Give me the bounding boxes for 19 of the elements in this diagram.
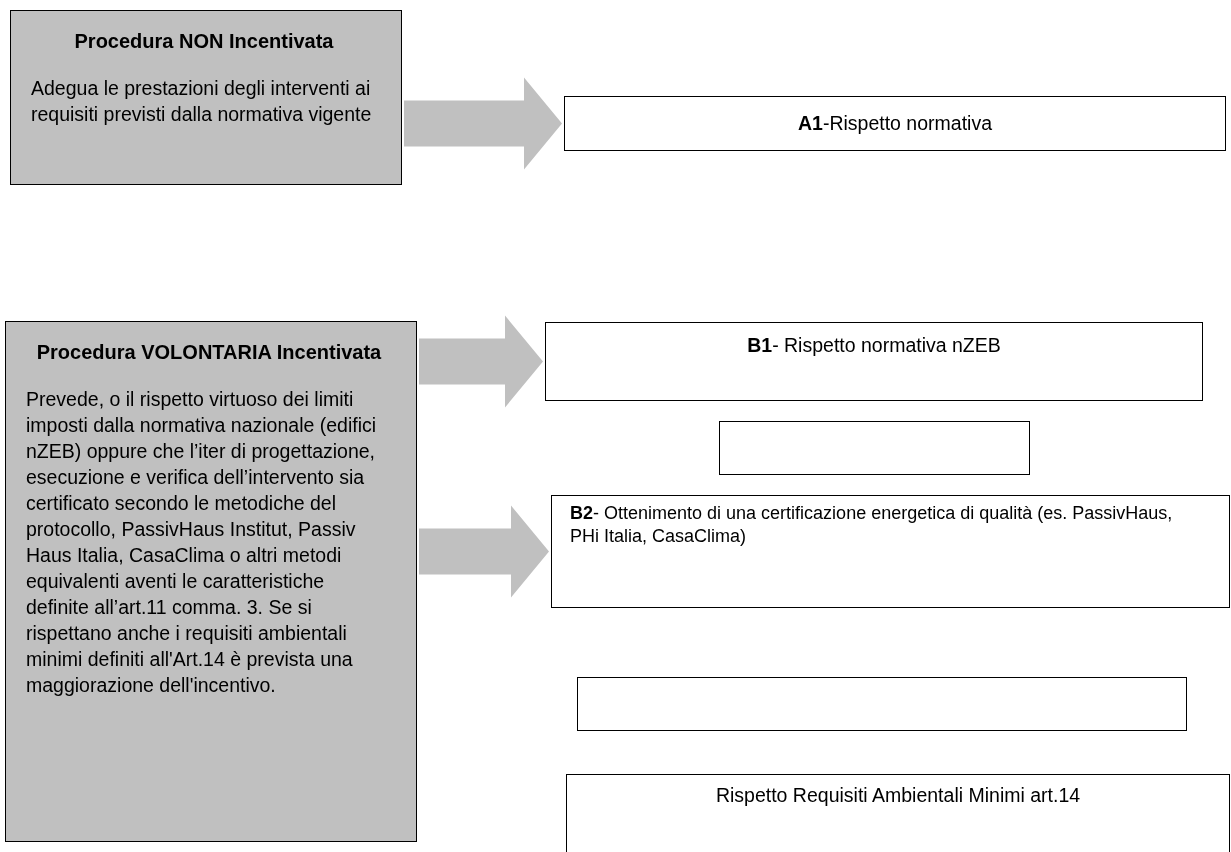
block-arrow [419, 315, 543, 408]
box-description: Prevede, o il rispetto virtuoso dei limiti imposti dalla normativa nazionale (edifici nZEB) oppure che l’iter di progettazione, esecuzione e verifica dell’intervento sia certificato secondo le metodiche del protocollo, PassivHaus Institut, Passiv Haus Italia, CasaClima o altri metodi equivalenti aventi le caratteristiche definite all’art.11 comma. 3. Se si rispettano anche i requisiti ambientali minimi definiti all'Art.14 è prevista una maggiorazione dell'incentivo. [26, 387, 378, 698]
outcome-box [566, 774, 1230, 852]
outcome-box [564, 96, 1226, 151]
block-arrow [419, 505, 549, 598]
procedure-box [5, 321, 417, 842]
box-description: Adegua le prestazioni degli interventi ai requisiti previsti dalla normativa vigente [31, 76, 373, 127]
box-label: Rispetto Requisiti Ambientali Minimi art.14 [715, 783, 1081, 808]
outcome-box [551, 495, 1230, 608]
empty-box [719, 421, 1030, 475]
box-label: B1- Rispetto normativa nZEB [747, 333, 1001, 358]
outcome-box [545, 322, 1203, 401]
empty-box [577, 677, 1187, 731]
box-heading: Procedura VOLONTARIA Incentivata [36, 340, 382, 365]
procedure-box [10, 10, 402, 185]
box-label: A1-Rispetto normativa [798, 110, 992, 136]
box-label: B2- Ottenimento di una certificazione energetica di qualità (es. PassivHaus, PHi Italia, CasaClima) [570, 502, 1174, 549]
block-arrow [404, 77, 562, 170]
box-heading: Procedura NON Incentivata [74, 29, 334, 54]
